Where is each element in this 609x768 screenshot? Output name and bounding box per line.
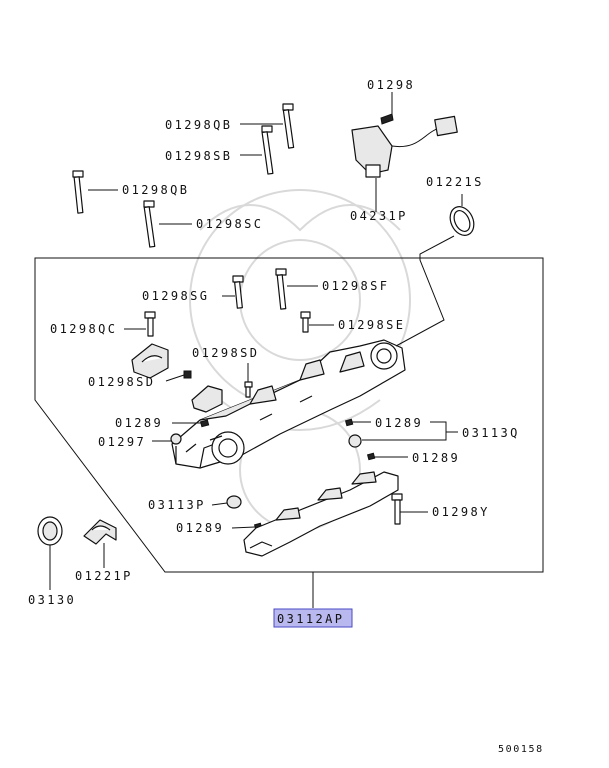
label-03112ap[interactable]: 03112AP: [277, 612, 344, 626]
bolt-01298sd-left: [183, 370, 192, 379]
plug-03113p: [226, 495, 242, 509]
label-04231p: 04231P: [350, 209, 408, 223]
bolt-01298sb: [261, 125, 274, 175]
cam-carrier-upper: [171, 339, 406, 469]
label-01298qb-left: 01298QB: [122, 183, 189, 197]
label-01298y: 01298Y: [432, 505, 490, 519]
plug-01297: [170, 433, 182, 445]
cap-center: [191, 385, 223, 413]
label-01298sf: 01298SF: [322, 279, 389, 293]
label-01289-a: 01289: [115, 416, 163, 430]
pin-01289-b: [344, 418, 354, 427]
pin-01289-a: [199, 419, 210, 428]
label-03130: 03130: [28, 593, 76, 607]
label-01298sd-mid: 01298SD: [192, 346, 259, 360]
bolt-01298qb-top: [282, 103, 295, 149]
assembly-boundary: [34, 257, 544, 573]
bolt-01298se: [300, 311, 311, 333]
label-01298qb-top: 01298QB: [165, 118, 232, 132]
bolt-01298sd-mid: [244, 381, 253, 398]
pin-01289-c: [366, 452, 376, 461]
label-01298sg: 01298SG: [142, 289, 209, 303]
bolt-01298sf: [275, 268, 287, 310]
sensor-04231p: [351, 113, 458, 178]
bolt-01298qb-left: [72, 170, 84, 214]
highlight-box: [273, 608, 353, 628]
label-03113p: 03113P: [148, 498, 206, 512]
label-01297: 01297: [98, 435, 146, 449]
label-01298sd-left: 01298SD: [88, 375, 155, 389]
seal-01221s: [449, 206, 475, 236]
cap-left: [131, 343, 169, 379]
diagram-code: 500158: [498, 744, 544, 755]
plug-03113q: [348, 434, 362, 448]
bolt-01298qc: [144, 311, 156, 337]
cam-carrier-lower: [243, 471, 399, 557]
cap-01221p: [83, 519, 117, 545]
label-01221s: 01221S: [426, 175, 484, 189]
label-01298: 01298: [367, 78, 415, 92]
label-01289-c: 01289: [412, 451, 460, 465]
oil-seal-03130: [37, 516, 63, 546]
leader-lines: [49, 92, 463, 608]
label-01298sb: 01298SB: [165, 149, 232, 163]
label-03113q: 03113Q: [462, 426, 520, 440]
label-01298sc: 01298SC: [196, 217, 263, 231]
bolt-01298y: [391, 493, 403, 525]
label-01289-b: 01289: [375, 416, 423, 430]
bolt-01298sc: [143, 200, 156, 248]
label-01289-d: 01289: [176, 521, 224, 535]
bolt-01298sg: [232, 275, 244, 309]
label-01221p: 01221P: [75, 569, 133, 583]
label-01298se: 01298SE: [338, 318, 405, 332]
label-01298qc: 01298QC: [50, 322, 117, 336]
